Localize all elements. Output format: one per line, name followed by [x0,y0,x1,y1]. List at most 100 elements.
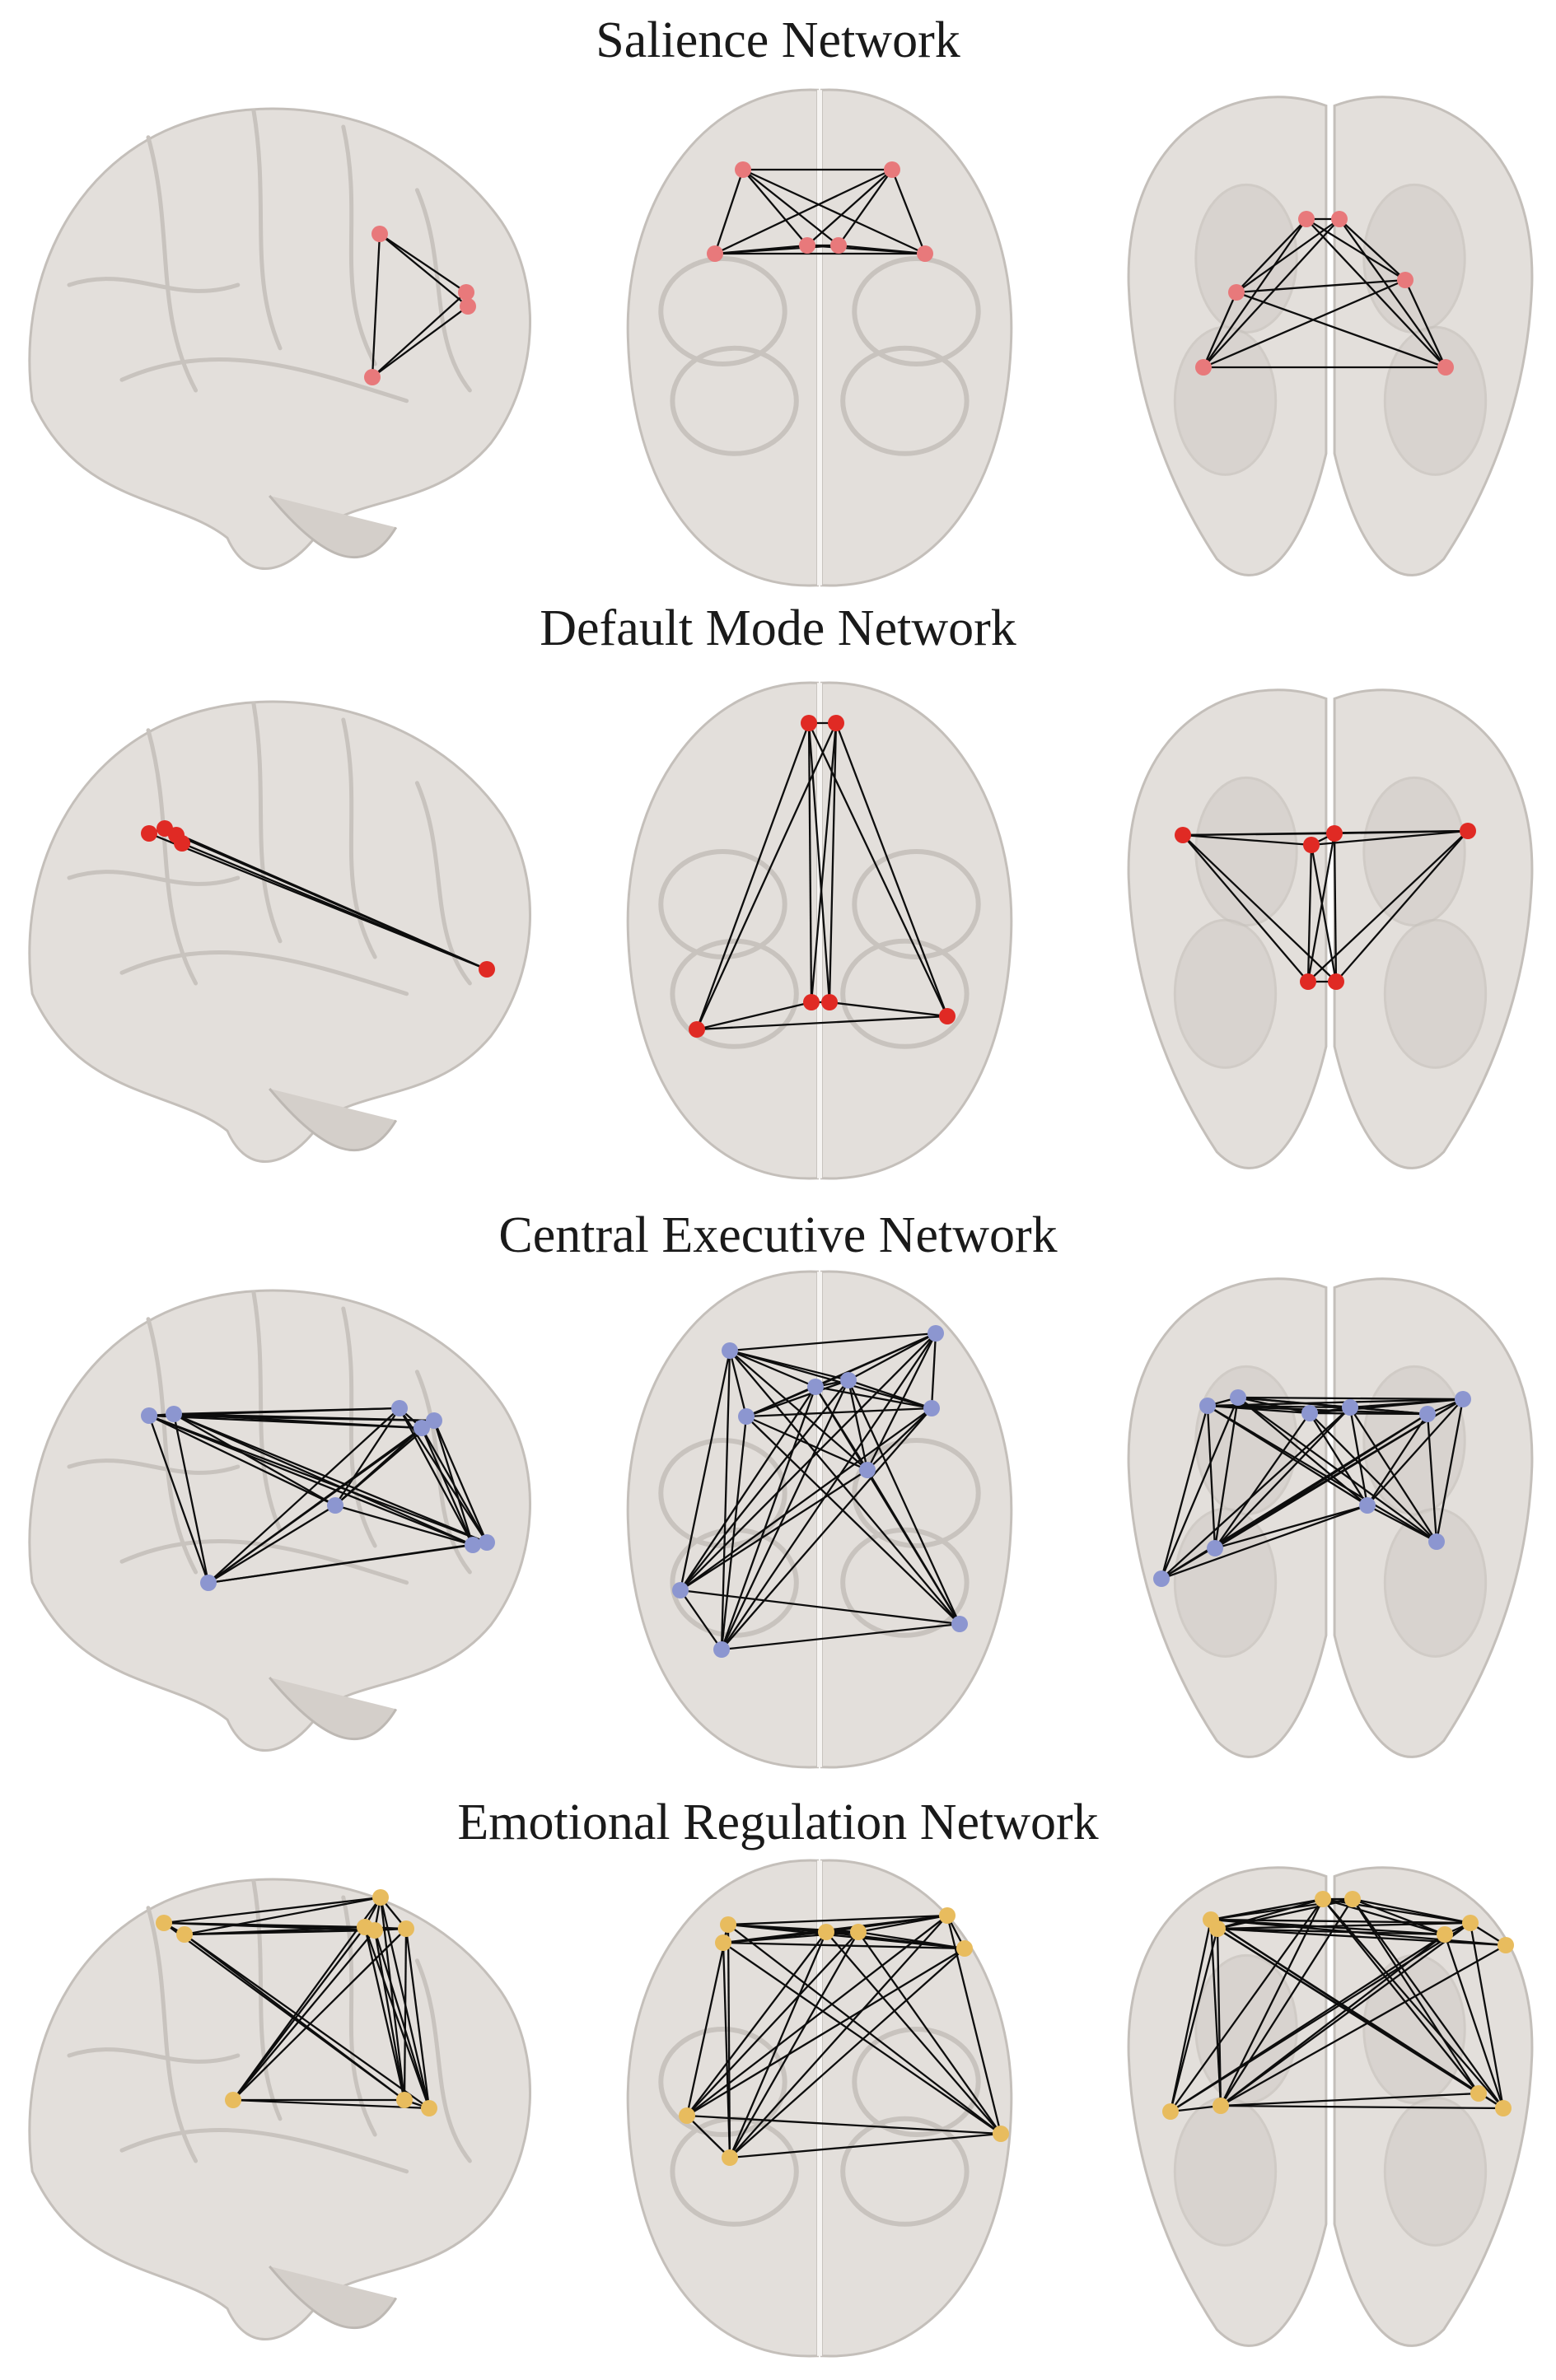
connection-edge [1309,1412,1428,1416]
connection-edge [729,2132,1002,2159]
salience-axial-panel [626,74,1013,601]
connection-edge [432,1420,488,1543]
region-node [1153,1570,1170,1587]
connection-edge [181,842,488,971]
central-executive-sagittal-panel [16,1256,544,1783]
connection-edge [363,1926,431,2109]
connection-edge [1203,218,1307,368]
central-executive-network-title: Central Executive Network [498,1207,1058,1263]
connection-edge [728,1931,828,2158]
connection-edge [1443,1934,1505,2109]
region-node [840,1372,857,1388]
connection-edge [695,722,838,1030]
connection-edge [208,1541,488,1584]
brain-sagittal-outline [28,1289,531,1752]
connection-edge [721,1622,960,1651]
emotional-regulation-axial-graph [626,1859,1013,2358]
connection-edge [1339,218,1446,368]
region-node [1397,272,1413,288]
region-node [923,1400,940,1416]
region-node [720,1916,736,1933]
connection-edge [696,1015,948,1031]
connection-edge [680,1379,849,1591]
connection-edge [721,1407,932,1650]
connection-edge [930,1332,937,1409]
region-node [1195,359,1212,376]
region-node [1175,827,1191,843]
region-node [1460,823,1476,839]
region-node [1498,1937,1514,1953]
brain-coronal-outline [1127,688,1534,1169]
connection-edge [727,1924,1002,2135]
connection-edge [807,722,831,1003]
connection-edge [1217,1897,1353,1930]
nodes [1195,211,1454,376]
region-node [1315,1891,1331,1907]
connection-edge [1220,1922,1471,2107]
connection-edge [208,1505,336,1584]
connection-edge [742,169,808,246]
connection-edge [1203,218,1340,368]
region-node [1326,825,1343,842]
edges [148,827,488,971]
region-node [939,1008,956,1024]
connection-edge [148,1414,336,1507]
connection-edge [745,1407,932,1418]
connection-edge [363,1926,406,2101]
connection-edge [1237,1396,1464,1401]
connection-edge [857,1931,1002,2135]
connection-edge [1220,1934,1446,2107]
region-node [715,1934,731,1951]
connection-edge [371,292,467,378]
connection-edge [173,1412,336,1507]
region-node [859,1462,876,1478]
emotional-regulation-network-title: Emotional Regulation Network [457,1794,1099,1850]
connection-edge [1367,1413,1428,1506]
connection-edge [232,2098,430,2110]
connection-edge [1214,1504,1368,1550]
region-node [1462,1915,1479,1931]
region-node [479,1534,495,1551]
connection-edge [1220,2104,1504,2110]
default-mode-sagittal-graph [28,700,531,1163]
connection-edge [1202,292,1238,368]
edges [371,233,470,378]
edges [1169,1897,1507,2113]
central-executive-coronal-graph [1127,1277,1534,1758]
edges [147,1407,488,1584]
connection-edge [1349,1406,1428,1416]
connection-edge [686,1915,948,2116]
region-node [707,245,723,262]
connection-edge [1236,291,1446,369]
region-node [850,1924,867,1940]
salience-sagittal-graph [28,107,531,570]
connection-edge [890,169,927,254]
region-node [479,961,495,978]
default-mode-axial-panel [626,667,1013,1194]
connection-edge [432,1420,474,1546]
connection-edge [696,1001,812,1031]
region-node [1437,1926,1453,1943]
central-executive-sagittal-graph [28,1289,531,1752]
edges [713,168,927,255]
connection-edge [379,1897,406,2101]
connection-edge [1217,1927,1507,1947]
connection-edge [373,1930,406,2101]
connection-edge [1207,1398,1464,1407]
connection-edge [1213,1397,1240,1549]
nodes [672,1325,968,1658]
region-node [372,1889,389,1906]
connection-edge [742,168,926,255]
region-node [1328,973,1344,990]
connection-edge [848,1379,932,1410]
connection-edge [1352,1897,1471,1925]
connection-edge [1170,1898,1324,2112]
connection-edge [1352,1897,1446,1936]
connection-edge [828,722,838,1003]
region-node [1228,284,1245,301]
connection-edge [1220,2092,1479,2107]
nodes [1175,823,1476,990]
region-node [396,2092,413,2108]
nodes [679,1907,1009,2166]
emotional-regulation-sagittal-graph [28,1878,531,2340]
